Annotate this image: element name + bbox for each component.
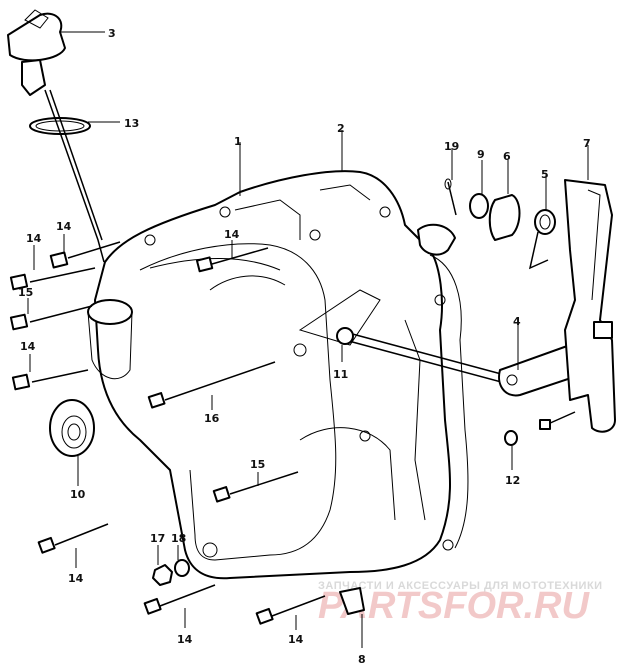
callout-12: 12 [505,474,520,487]
watermark-tagline: ЗАПЧАСТИ И АКСЕССУАРЫ ДЛЯ МОТОТЕХНИКИ [318,580,603,592]
leader-lines [27,31,589,648]
lever-stop [417,223,456,256]
callout-3: 3 [108,27,116,40]
callout-10: 10 [70,488,86,501]
washer [174,559,190,577]
callout-5: 5 [541,168,549,181]
oil-seal [49,399,95,457]
callout-labels: 3 13 1 2 19 9 6 5 7 4 11 12 14 14 14 15 … [18,27,591,666]
callout-15-left: 15 [18,286,33,299]
spring [528,209,556,270]
plate [339,587,365,615]
callout-14-a: 14 [56,220,72,233]
bracket [564,179,616,433]
nut [152,564,173,586]
callout-15-lower: 15 [250,458,265,471]
callout-19: 19 [444,140,459,153]
callout-2: 2 [337,122,345,135]
callout-14-e: 14 [177,633,193,646]
collar [488,194,521,241]
oil-filler-cap [7,9,66,96]
callout-7: 7 [583,137,591,150]
callout-18: 18 [171,532,186,545]
callout-17: 17 [150,532,165,545]
callout-13: 13 [124,117,139,130]
washer-9 [469,193,489,219]
dipstick [44,89,105,263]
callout-9: 9 [477,148,485,161]
callout-14-f: 14 [288,633,304,646]
crankcase-cover [87,170,469,580]
callout-1: 1 [234,135,242,148]
callout-14-b: 14 [26,232,42,245]
washer-12 [504,430,518,446]
callout-11: 11 [333,368,348,381]
callout-14-inner: 14 [224,228,240,241]
callout-16: 16 [204,412,220,425]
callout-4: 4 [513,315,521,328]
pin [447,181,457,216]
bolts [9,241,326,625]
callout-14-c: 14 [20,340,36,353]
callout-14-d: 14 [68,572,84,585]
callout-6: 6 [503,150,511,163]
callout-8: 8 [358,653,366,666]
